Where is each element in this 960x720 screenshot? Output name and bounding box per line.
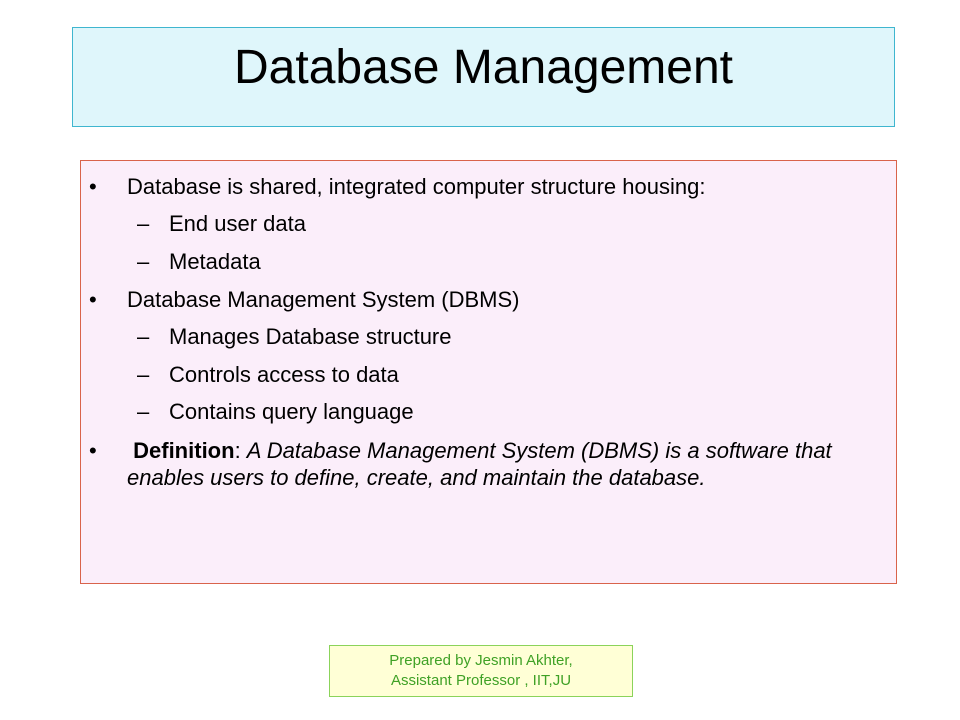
footer-box: Prepared by Jesmin Akhter, Assistant Pro… [329, 645, 633, 697]
dash-icon: – [137, 399, 150, 424]
bullet-text: Database Management System (DBMS) [127, 287, 520, 312]
dash-icon: – [137, 362, 150, 387]
definition-term: Definition [133, 438, 235, 463]
definition-text: Definition: A Database Management System… [127, 437, 869, 491]
sub-bullet-text: Metadata [169, 249, 261, 274]
sub-bullet-text: Contains query language [169, 399, 414, 424]
content-box: • Database is shared, integrated compute… [80, 160, 897, 584]
sub-bullet-text: End user data [169, 211, 306, 236]
dash-icon: – [137, 249, 150, 274]
bullet-icon: • [89, 287, 97, 312]
bullet-icon: • [89, 438, 97, 463]
sub-bullet-text: Controls access to data [169, 362, 399, 387]
bullet-text: Database is shared, integrated computer … [127, 174, 706, 199]
footer-line-author: Prepared by Jesmin Akhter, [389, 652, 573, 669]
definition-body: A Database Management System (DBMS) is a… [127, 438, 832, 490]
bullet-icon: • [89, 174, 97, 199]
dash-icon: – [137, 324, 150, 349]
title-box: Database Management [72, 27, 895, 127]
slide-title: Database Management [234, 41, 733, 94]
dash-icon: – [137, 211, 150, 236]
sub-bullet-text: Manages Database structure [169, 324, 452, 349]
footer-line-position: Assistant Professor , IIT,JU [390, 672, 572, 689]
definition-separator: : [234, 438, 247, 463]
